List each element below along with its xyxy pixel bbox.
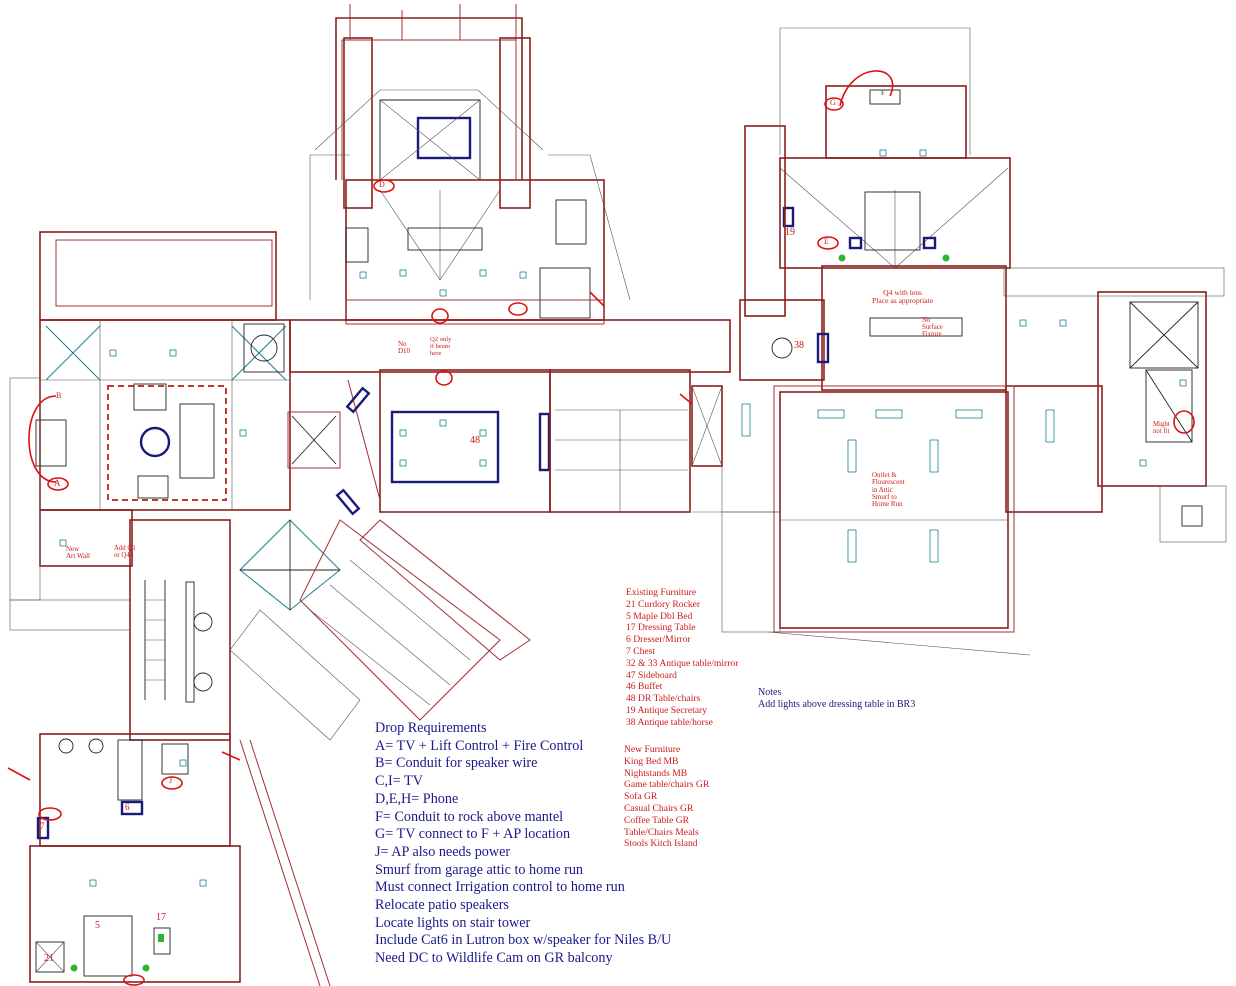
- drop-requirements: Drop Requirements A= TV + Lift Control +…: [375, 720, 671, 968]
- furniture-number-38: 38: [794, 340, 804, 351]
- new-furniture-item: Table/Chairs Meals: [624, 826, 699, 838]
- q4-lens-line: Q4 with lens: [883, 288, 922, 297]
- existing-furniture-title: Existing Furniture: [626, 587, 697, 598]
- new-art-line-2: Art Wall: [66, 552, 90, 561]
- marker-d: D: [379, 180, 385, 189]
- existing-furniture-item: 5 Maple Dbl Bed: [626, 610, 693, 622]
- place-appropriate-line: Place as appropriate: [872, 295, 934, 305]
- new-furniture-list: New Furniture King Bed MB Nightstands MB…: [624, 744, 709, 850]
- existing-furniture-item: 19 Antique Secretary: [626, 704, 707, 716]
- outlet-flourescent-note: Outlet & Flourescent in Attic Smurf to H…: [872, 471, 905, 509]
- new-furniture-item: King Bed MB: [624, 755, 679, 767]
- existing-furniture-item: 6 Dresser/Mirror: [626, 634, 691, 646]
- new-furniture-title: New Furniture: [624, 744, 681, 755]
- new-furniture-item: Coffee Table GR: [624, 814, 690, 826]
- new-furniture-item: Stools Kitch Island: [624, 838, 698, 850]
- q2-line-1: Q2 only: [430, 336, 452, 343]
- garage: [692, 385, 1055, 656]
- outlet-line-4: Smurf to: [872, 493, 897, 502]
- might-not-fit-note: Might not fit: [1153, 421, 1170, 435]
- outlet-line-5: Home Run: [872, 500, 903, 509]
- new-furniture-item: Sofa GR: [624, 791, 658, 803]
- furniture-number-17: 17: [156, 912, 166, 923]
- existing-furniture-item: 47 Sideboard: [626, 669, 677, 681]
- no-surface-fixture-note: No Surface Fixture: [922, 317, 943, 338]
- new-art-wall-note: New Art Wall: [66, 545, 90, 561]
- marker-e: E: [824, 237, 829, 246]
- outlet-line-1: Outlet &: [872, 471, 897, 479]
- red-markup: [7, 70, 1195, 986]
- drop-requirement-line: Locate lights on stair tower: [375, 914, 531, 931]
- q2-beam-note: Q2 only if beam here: [430, 336, 452, 358]
- existing-furniture-item: 17 Dressing Table: [626, 622, 696, 634]
- outlet-line-3: in Attic: [872, 485, 893, 494]
- q4-lens-note: Q4 with lens Place as appropriate: [872, 289, 933, 305]
- no-surface-line-3: Fixture: [922, 331, 942, 339]
- existing-furniture-item: 7 Chest: [626, 645, 656, 657]
- q2-line-2: if beam: [430, 342, 450, 350]
- marker-f: F: [881, 89, 885, 97]
- existing-furniture-list: Existing Furniture 21 Curdory Rocker 5 M…: [626, 587, 738, 729]
- furniture-number-5: 5: [95, 920, 100, 931]
- new-furniture-item: Game table/chairs GR: [624, 779, 710, 791]
- existing-furniture-item: 46 Buffet: [626, 681, 663, 693]
- right-upper-wing: [739, 27, 1227, 543]
- marker-j: J: [169, 776, 173, 785]
- drop-requirement-line: Need DC to Wildlife Cam on GR balcony: [375, 950, 613, 967]
- lower-left-wing: [29, 519, 331, 986]
- drop-requirement-line: Include Cat6 in Lutron box w/speaker for…: [375, 932, 672, 949]
- notes-block: Notes Add lights above dressing table in…: [758, 687, 915, 711]
- existing-furniture-item: 38 Antique table/horse: [626, 716, 713, 728]
- add-q1-line-1: Add Q1: [114, 545, 136, 552]
- drop-requirement-line: F= Conduit to rock above mantel: [375, 808, 564, 825]
- drop-requirements-title: Drop Requirements: [375, 720, 487, 736]
- no-d10-line-2: D10: [398, 347, 411, 356]
- add-q1-note: Add Q1 or Q4's: [114, 545, 136, 559]
- might-line-1: Might: [1153, 421, 1170, 428]
- light-fixtures: [59, 149, 1187, 887]
- drop-requirement-line: J= AP also needs power: [375, 843, 511, 860]
- no-d10-note: No D10: [398, 340, 411, 356]
- drop-requirement-line: A= TV + Lift Control + Fire Control: [375, 737, 584, 754]
- furniture-number-7: 7: [40, 821, 45, 831]
- drop-requirement-line: D,E,H= Phone: [375, 790, 459, 807]
- drop-requirement-line: Relocate patio speakers: [375, 897, 509, 914]
- notes-title: Notes: [758, 687, 782, 698]
- existing-furniture-item: 21 Curdory Rocker: [626, 598, 701, 610]
- furniture-number-48: 48: [470, 435, 480, 446]
- might-line-2: not fit: [1153, 428, 1170, 436]
- outlet-line-2: Flourescent: [872, 478, 905, 487]
- great-room: [9, 231, 341, 631]
- notes-line: Add lights above dressing table in BR3: [758, 699, 916, 710]
- q2-line-3: here: [430, 349, 442, 357]
- add-q1-line-2: or Q4's: [114, 552, 134, 560]
- drop-requirement-line: Must connect Irrigation control to home …: [375, 879, 625, 896]
- marker-g: G: [830, 98, 836, 107]
- furniture-number-21: 21: [44, 953, 54, 964]
- no-surface-line-2: Surface: [922, 324, 943, 332]
- new-furniture-item: Nightstands MB: [624, 767, 688, 779]
- existing-furniture-item: 48 DR Table/chairs: [626, 693, 701, 705]
- furniture-number-19: 19: [785, 227, 795, 238]
- dining-area: [289, 319, 731, 516]
- marker-a: A: [54, 478, 61, 488]
- drop-requirement-line: G= TV connect to F + AP location: [375, 826, 571, 843]
- marker-b: B: [56, 391, 62, 400]
- drop-requirement-line: B= Conduit for speaker wire: [375, 755, 538, 772]
- top-center-wing: [309, 4, 631, 301]
- no-surface-line-1: No: [922, 317, 931, 324]
- entry-wing: [229, 519, 531, 741]
- no-d10-line-1: No: [398, 340, 407, 348]
- drop-requirement-line: Smurf from garage attic to home run: [375, 861, 584, 878]
- existing-furniture-item: 32 & 33 Antique table/mirror: [626, 657, 739, 669]
- green-markers: [70, 254, 950, 972]
- new-art-line-1: New: [66, 545, 80, 553]
- furniture-number-6: 6: [125, 802, 130, 812]
- drop-requirement-line: C,I= TV: [375, 773, 423, 790]
- new-furniture-item: Casual Chairs GR: [624, 802, 694, 814]
- kitchen-area: [345, 179, 605, 325]
